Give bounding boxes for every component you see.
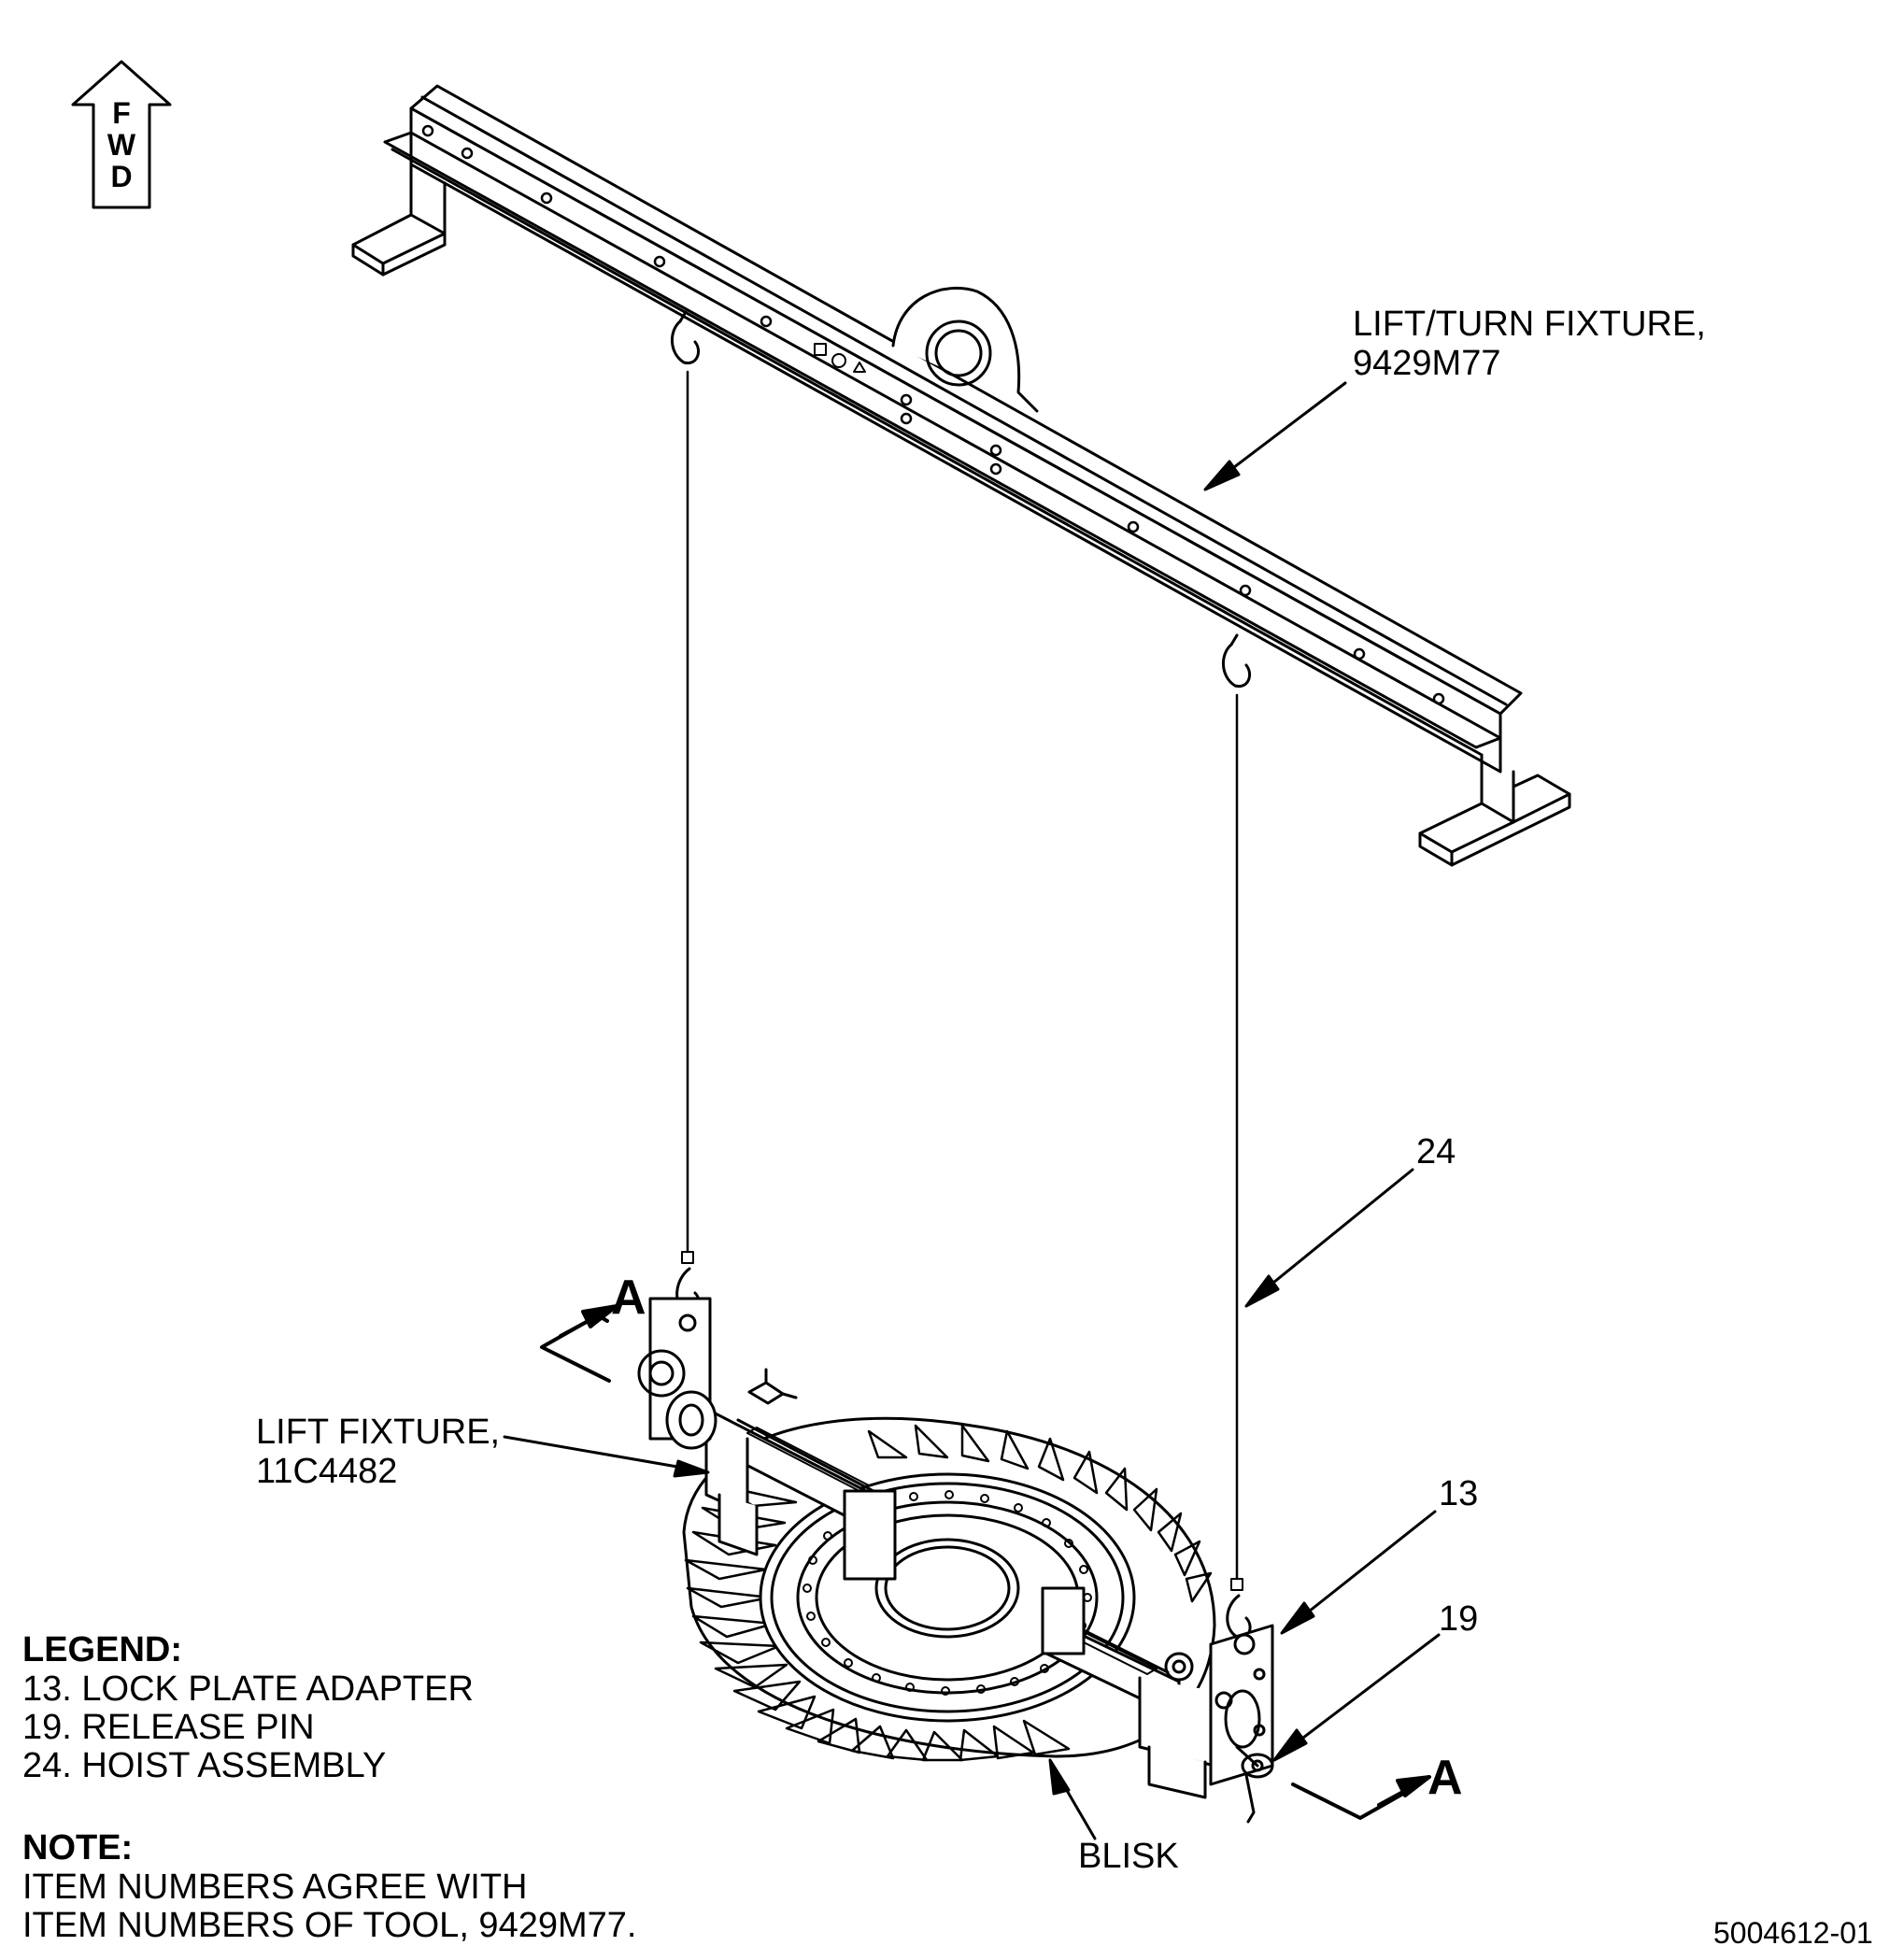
item-13-label: 13 <box>1439 1474 1479 1513</box>
note-line-2: ITEM NUMBERS OF TOOL, 9429M77. <box>22 1906 637 1945</box>
fwd-letter-f: F <box>112 96 131 130</box>
lift-fixture-label-line1: LIFT FIXTURE, <box>256 1413 501 1452</box>
section-a-top-label: A <box>611 1271 646 1325</box>
legend-title: LEGEND: <box>22 1630 182 1669</box>
beam-bolt-holes <box>421 124 1445 705</box>
figure-id: 5004612-01 <box>1713 1916 1873 1950</box>
section-a-top-arrow <box>540 1304 618 1383</box>
note-line-1: ITEM NUMBERS AGREE WITH <box>22 1868 528 1907</box>
note-title: NOTE: <box>22 1828 134 1868</box>
leader-lines <box>503 381 1441 1840</box>
lift-turn-fixture-label-line1: LIFT/TURN FIXTURE, <box>1353 305 1706 344</box>
section-a-bottom-label: A <box>1427 1751 1463 1805</box>
blisk-label: BLISK <box>1078 1837 1179 1876</box>
release-pin <box>1235 1745 1274 1824</box>
item-19-label: 19 <box>1439 1599 1479 1639</box>
left-hanger-plate <box>637 1297 798 1450</box>
lift-turn-fixture-label-line2: 9429M77 <box>1353 344 1501 383</box>
blisk-blades <box>684 1424 1213 1762</box>
legend-item-24: 24. HOIST ASSEMBLY <box>22 1746 387 1785</box>
section-a-bottom-arrow <box>1291 1775 1431 1820</box>
fwd-letter-w: W <box>107 128 136 162</box>
hoist-assembly-left <box>671 310 701 1314</box>
lift-fixture <box>704 1409 1216 1799</box>
legend-item-13: 13. LOCK PLATE ADAPTER <box>22 1669 474 1709</box>
legend-item-19: 19. RELEASE PIN <box>22 1708 315 1747</box>
fwd-letter-d: D <box>110 160 133 193</box>
lift-fixture-label-line2: 11C4482 <box>256 1452 398 1491</box>
lift-turn-fixture-beam <box>351 84 1571 867</box>
lock-plate-adapter <box>1209 1624 1274 1786</box>
hoist-assembly-right <box>1222 633 1252 1640</box>
fwd-arrow-icon <box>71 60 172 209</box>
item-24-label: 24 <box>1416 1132 1456 1172</box>
